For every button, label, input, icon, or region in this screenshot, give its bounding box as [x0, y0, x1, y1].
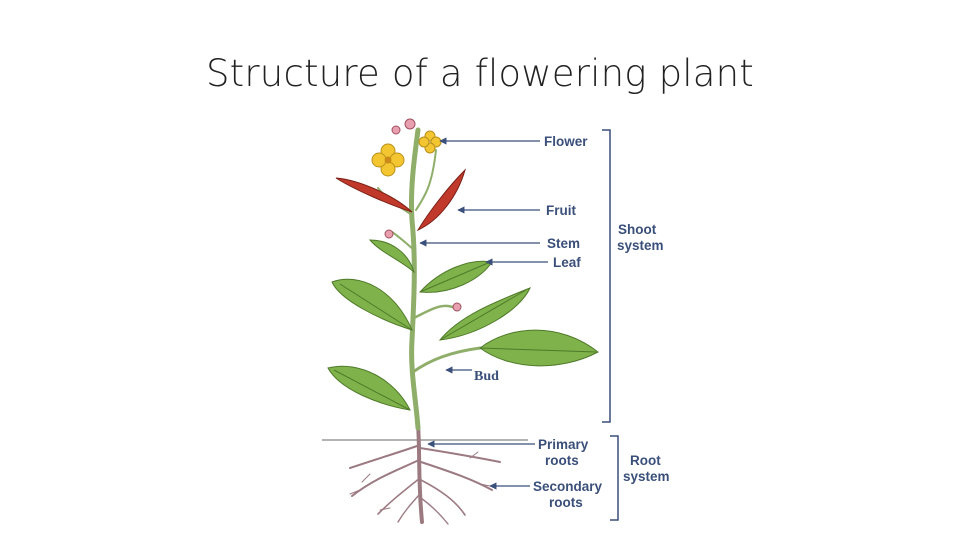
- pointer-lines: [419, 137, 548, 490]
- flowers-illustration: [371, 118, 462, 312]
- secondary-roots-label-line1: Secondary: [533, 479, 603, 494]
- bud-label: Bud: [474, 369, 499, 384]
- root-system-illustration: [349, 423, 501, 525]
- stem-label: Stem: [547, 236, 580, 251]
- root-system-label-line1: Root: [630, 453, 661, 468]
- shoot-system-bracket: [602, 129, 611, 423]
- shoot-system-label-line1: Shoot: [618, 222, 657, 237]
- fruit-label: Fruit: [546, 203, 576, 218]
- root-system-label-line2: system: [623, 469, 670, 484]
- slide-title: Structure of a flowering plant: [205, 52, 754, 95]
- secondary-roots-label-line2: roots: [549, 495, 583, 510]
- leaves-illustration: [327, 239, 599, 411]
- leaf-label: Leaf: [553, 255, 581, 270]
- primary-roots-label-line2: roots: [545, 453, 579, 468]
- flower-label: Flower: [544, 134, 588, 149]
- primary-roots-label-line1: Primary: [538, 437, 589, 452]
- shoot-system-label-line2: system: [617, 238, 664, 253]
- root-system-bracket: [610, 435, 619, 521]
- fruits-illustration: [335, 168, 466, 232]
- brackets: [602, 129, 619, 521]
